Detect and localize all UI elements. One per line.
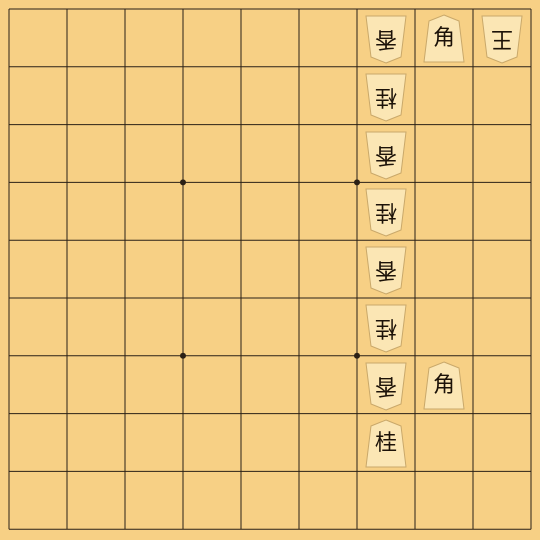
- piece-shape: [423, 14, 465, 63]
- piece-shape: [365, 246, 407, 295]
- piece-label: 桂: [375, 83, 398, 109]
- piece-label: 桂: [375, 314, 398, 340]
- piece-shape: [365, 418, 407, 467]
- piece-label: 香: [375, 141, 398, 167]
- piece-sente-bishop-top[interactable]: 角: [422, 14, 466, 64]
- piece-gote-knight-2[interactable]: 桂: [364, 187, 408, 237]
- piece-label: 香: [375, 25, 398, 51]
- piece-shape: [365, 362, 407, 411]
- piece-shape: [481, 15, 523, 64]
- piece-gote-lance-2[interactable]: 香: [364, 130, 408, 180]
- piece-gote-lance-4[interactable]: 香: [364, 361, 408, 411]
- piece-label: 香: [375, 257, 398, 283]
- piece-shape: [423, 361, 465, 410]
- star-point: [354, 352, 360, 359]
- piece-label: 桂: [374, 430, 397, 456]
- piece-sente-knight[interactable]: 桂: [364, 418, 408, 469]
- piece-shape: [365, 188, 407, 237]
- piece-sente-bishop-bottom[interactable]: 角: [422, 361, 466, 411]
- star-point: [180, 179, 186, 186]
- piece-shape: [365, 15, 407, 64]
- piece-gote-lance-1[interactable]: 香: [364, 14, 408, 64]
- piece-shape: [365, 73, 407, 122]
- piece-label: 角: [432, 372, 455, 398]
- piece-gote-king[interactable]: 王: [480, 14, 524, 64]
- piece-gote-knight-1[interactable]: 桂: [364, 72, 408, 122]
- piece-label: 桂: [375, 199, 398, 225]
- star-point: [354, 179, 360, 186]
- piece-shape: [365, 304, 407, 353]
- piece-gote-lance-3[interactable]: 香: [364, 245, 408, 295]
- piece-gote-knight-3[interactable]: 桂: [364, 303, 408, 353]
- star-point: [180, 352, 186, 359]
- piece-label: 香: [375, 372, 398, 398]
- piece-label: 王: [491, 25, 514, 51]
- piece-shape: [365, 131, 407, 180]
- piece-label: 角: [432, 25, 455, 51]
